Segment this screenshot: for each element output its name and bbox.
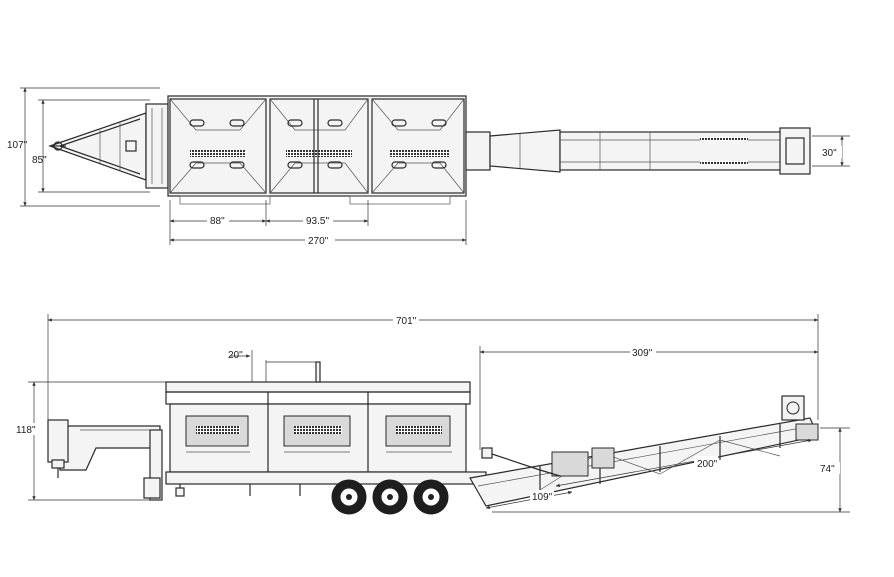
- dim-label-200: 200": [697, 459, 718, 470]
- dim-label-118: 118": [16, 425, 36, 436]
- side-dim-74: 74": [492, 427, 850, 513]
- dim-label-88: 88": [210, 216, 225, 227]
- top-dim-88: 88": [169, 200, 267, 245]
- dim-label-93-5: 93.5": [306, 216, 329, 227]
- side-conveyor: [469, 395, 819, 507]
- side-view: 701" 20" 309" 118" 200": [14, 313, 850, 515]
- dim-label-109: 109": [532, 492, 553, 503]
- top-front-frame: [145, 103, 169, 189]
- dim-label-309: 309": [632, 348, 653, 359]
- top-dim-85: 85": [32, 99, 150, 193]
- side-dim-200: 200": [555, 439, 813, 487]
- side-gooseneck: [47, 419, 163, 501]
- dim-label-701: 701": [396, 316, 417, 327]
- side-wheels: [331, 479, 449, 515]
- top-bin-bays: [169, 98, 465, 194]
- dim-label-85: 85": [32, 155, 47, 166]
- side-dim-109: 109": [485, 490, 573, 509]
- dim-label-30: 30": [822, 148, 837, 159]
- dim-label-74: 74": [820, 464, 835, 475]
- top-dim-107: 107": [7, 87, 160, 207]
- top-dim-270: 270": [169, 200, 467, 247]
- side-dim-309: 309": [479, 345, 819, 450]
- top-dim-93-5: 93.5": [265, 200, 369, 227]
- side-dim-20: 20": [228, 350, 318, 382]
- dim-label-270: 270": [308, 236, 329, 247]
- top-body: [167, 95, 467, 197]
- side-dim-118: 118": [14, 381, 166, 501]
- top-dim-30: 30": [812, 135, 850, 167]
- dim-label-107: 107": [7, 140, 28, 151]
- side-main-body: [165, 361, 487, 497]
- top-conveyor: [465, 127, 811, 175]
- side-dim-701: 701": [47, 313, 819, 420]
- top-view: 107" 85" 88" 93.5" 270": [7, 87, 850, 247]
- dim-label-20: 20": [228, 350, 243, 361]
- top-hitch: [48, 112, 147, 181]
